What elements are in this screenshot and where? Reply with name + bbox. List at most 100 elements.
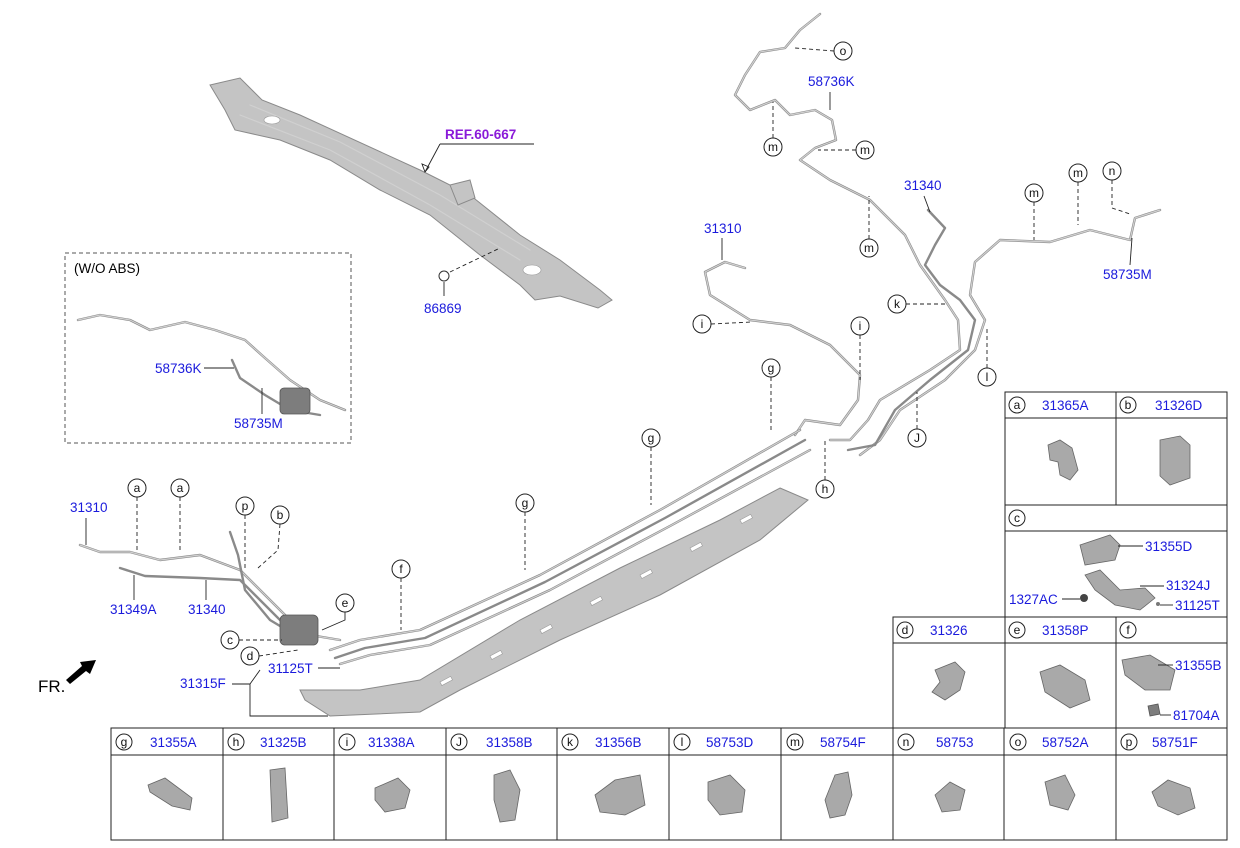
clip-31358B-icon — [493, 769, 521, 823]
callout-m4[interactable]: m — [1024, 183, 1044, 203]
inset-58735M-label[interactable]: 58735M — [234, 416, 283, 431]
part-31315F-label[interactable]: 31315F — [180, 676, 226, 691]
legend-part-p[interactable]: 58751F — [1152, 735, 1198, 750]
callout-h[interactable]: h — [815, 479, 835, 499]
callout-c[interactable]: c — [220, 630, 240, 650]
legend-key-p: p — [1120, 733, 1138, 751]
legend-key-f: f — [1119, 621, 1137, 639]
legend-part-c4[interactable]: 31125T — [1175, 598, 1220, 613]
callout-e[interactable]: e — [335, 593, 355, 613]
legend-part-c2[interactable]: 31324J — [1166, 578, 1210, 593]
clip-31355A-icon — [147, 777, 193, 811]
legend-key-J: J — [450, 733, 468, 751]
callout-l[interactable]: l — [977, 367, 997, 387]
legend-key-h: h — [227, 733, 245, 751]
legend-key-a: a — [1008, 396, 1026, 414]
callout-o[interactable]: o — [833, 41, 853, 61]
inset-abs-block-icon — [279, 387, 311, 415]
svg-text:d: d — [247, 649, 254, 663]
bracket-assembly-c-icon — [1079, 534, 1160, 611]
underbody-shield — [299, 487, 809, 717]
part-31340-left-label[interactable]: 31340 — [188, 602, 226, 617]
callout-f[interactable]: f — [391, 559, 411, 579]
clamp-31326-icon — [931, 661, 966, 701]
ref-label[interactable]: REF.60-667 — [445, 127, 516, 142]
legend-part-k[interactable]: 31356B — [595, 735, 642, 750]
crossmember-illustration — [209, 77, 613, 309]
legend-part-n[interactable]: 58753 — [936, 735, 974, 750]
svg-text:a: a — [134, 481, 141, 495]
callout-a1[interactable]: a — [127, 478, 147, 498]
clip-31338A-icon — [374, 777, 411, 813]
callout-g3[interactable]: g — [515, 493, 535, 513]
clip-31325B-icon — [269, 767, 289, 823]
callout-g2[interactable]: g — [641, 428, 661, 448]
callout-n[interactable]: n — [1102, 161, 1122, 181]
legend-key-e: e — [1008, 621, 1026, 639]
svg-text:o: o — [1015, 735, 1022, 749]
callout-i1[interactable]: i — [692, 314, 712, 334]
svg-text:J: J — [456, 735, 462, 749]
legend-part-f1[interactable]: 31355B — [1175, 658, 1222, 673]
callout-g1[interactable]: g — [761, 358, 781, 378]
legend-key-n: n — [897, 733, 915, 751]
part-31310-mid-label[interactable]: 31310 — [704, 221, 742, 236]
callout-b[interactable]: b — [270, 505, 290, 525]
legend-part-c1[interactable]: 31355D — [1145, 539, 1193, 554]
legend-part-c3[interactable]: 1327AC — [1009, 592, 1058, 607]
rear-brake-tubes — [703, 12, 1162, 457]
legend-part-e[interactable]: 31358P — [1042, 623, 1089, 638]
svg-text:m: m — [768, 140, 778, 154]
legend-key-o: o — [1009, 733, 1027, 751]
front-arrow-icon — [66, 660, 96, 684]
legend-part-g[interactable]: 31355A — [150, 735, 197, 750]
part-86869-label[interactable]: 86869 — [424, 301, 462, 316]
legend-part-o[interactable]: 58752A — [1042, 735, 1089, 750]
svg-text:c: c — [1014, 511, 1020, 525]
clamp-31326D-icon — [1159, 435, 1191, 486]
inset-58736K-label[interactable]: 58736K — [155, 361, 202, 376]
callout-m5[interactable]: m — [1068, 163, 1088, 183]
callout-k[interactable]: k — [887, 294, 907, 314]
legend-part-l[interactable]: 58753D — [706, 735, 754, 750]
callout-p[interactable]: p — [235, 496, 255, 516]
part-58735M-label[interactable]: 58735M — [1103, 267, 1152, 282]
legend-part-f2[interactable]: 81704A — [1173, 708, 1220, 723]
clip-58753-icon — [934, 781, 966, 813]
legend-key-g: g — [115, 733, 133, 751]
svg-text:l: l — [681, 735, 684, 749]
svg-text:n: n — [903, 735, 910, 749]
part-31310-left-label[interactable]: 31310 — [70, 500, 108, 515]
callout-J[interactable]: J — [907, 428, 927, 448]
legend-part-a[interactable]: 31365A — [1042, 398, 1089, 413]
callout-m3[interactable]: m — [859, 238, 879, 258]
clip-31356B-icon — [594, 774, 646, 816]
part-31349A-label[interactable]: 31349A — [110, 602, 157, 617]
svg-text:h: h — [822, 482, 829, 496]
svg-text:g: g — [768, 361, 775, 375]
legend-part-h[interactable]: 31325B — [260, 735, 307, 750]
callout-d[interactable]: d — [240, 646, 260, 666]
clip-58752A-icon — [1044, 774, 1076, 811]
legend-part-i[interactable]: 31338A — [368, 735, 415, 750]
clip-31358P-icon — [1039, 664, 1091, 709]
svg-text:k: k — [894, 297, 901, 311]
callout-a2[interactable]: a — [170, 478, 190, 498]
legend-part-b[interactable]: 31326D — [1155, 398, 1203, 413]
legend-key-l: l — [673, 733, 691, 751]
part-58736K-label[interactable]: 58736K — [808, 74, 855, 89]
svg-text:h: h — [233, 735, 240, 749]
svg-text:n: n — [1109, 164, 1116, 178]
svg-text:p: p — [242, 499, 249, 513]
callout-m1[interactable]: m — [763, 137, 783, 157]
callout-m2[interactable]: m — [855, 140, 875, 160]
part-31125T-label[interactable]: 31125T — [268, 661, 313, 676]
legend-grid — [110, 391, 1228, 841]
legend-part-J[interactable]: 31358B — [486, 735, 533, 750]
part-31340-top-label[interactable]: 31340 — [904, 178, 942, 193]
callout-i2[interactable]: i — [850, 316, 870, 336]
legend-part-d[interactable]: 31326 — [930, 623, 968, 638]
svg-text:e: e — [1014, 623, 1021, 637]
svg-text:o: o — [840, 44, 847, 58]
legend-part-m[interactable]: 58754F — [820, 735, 866, 750]
